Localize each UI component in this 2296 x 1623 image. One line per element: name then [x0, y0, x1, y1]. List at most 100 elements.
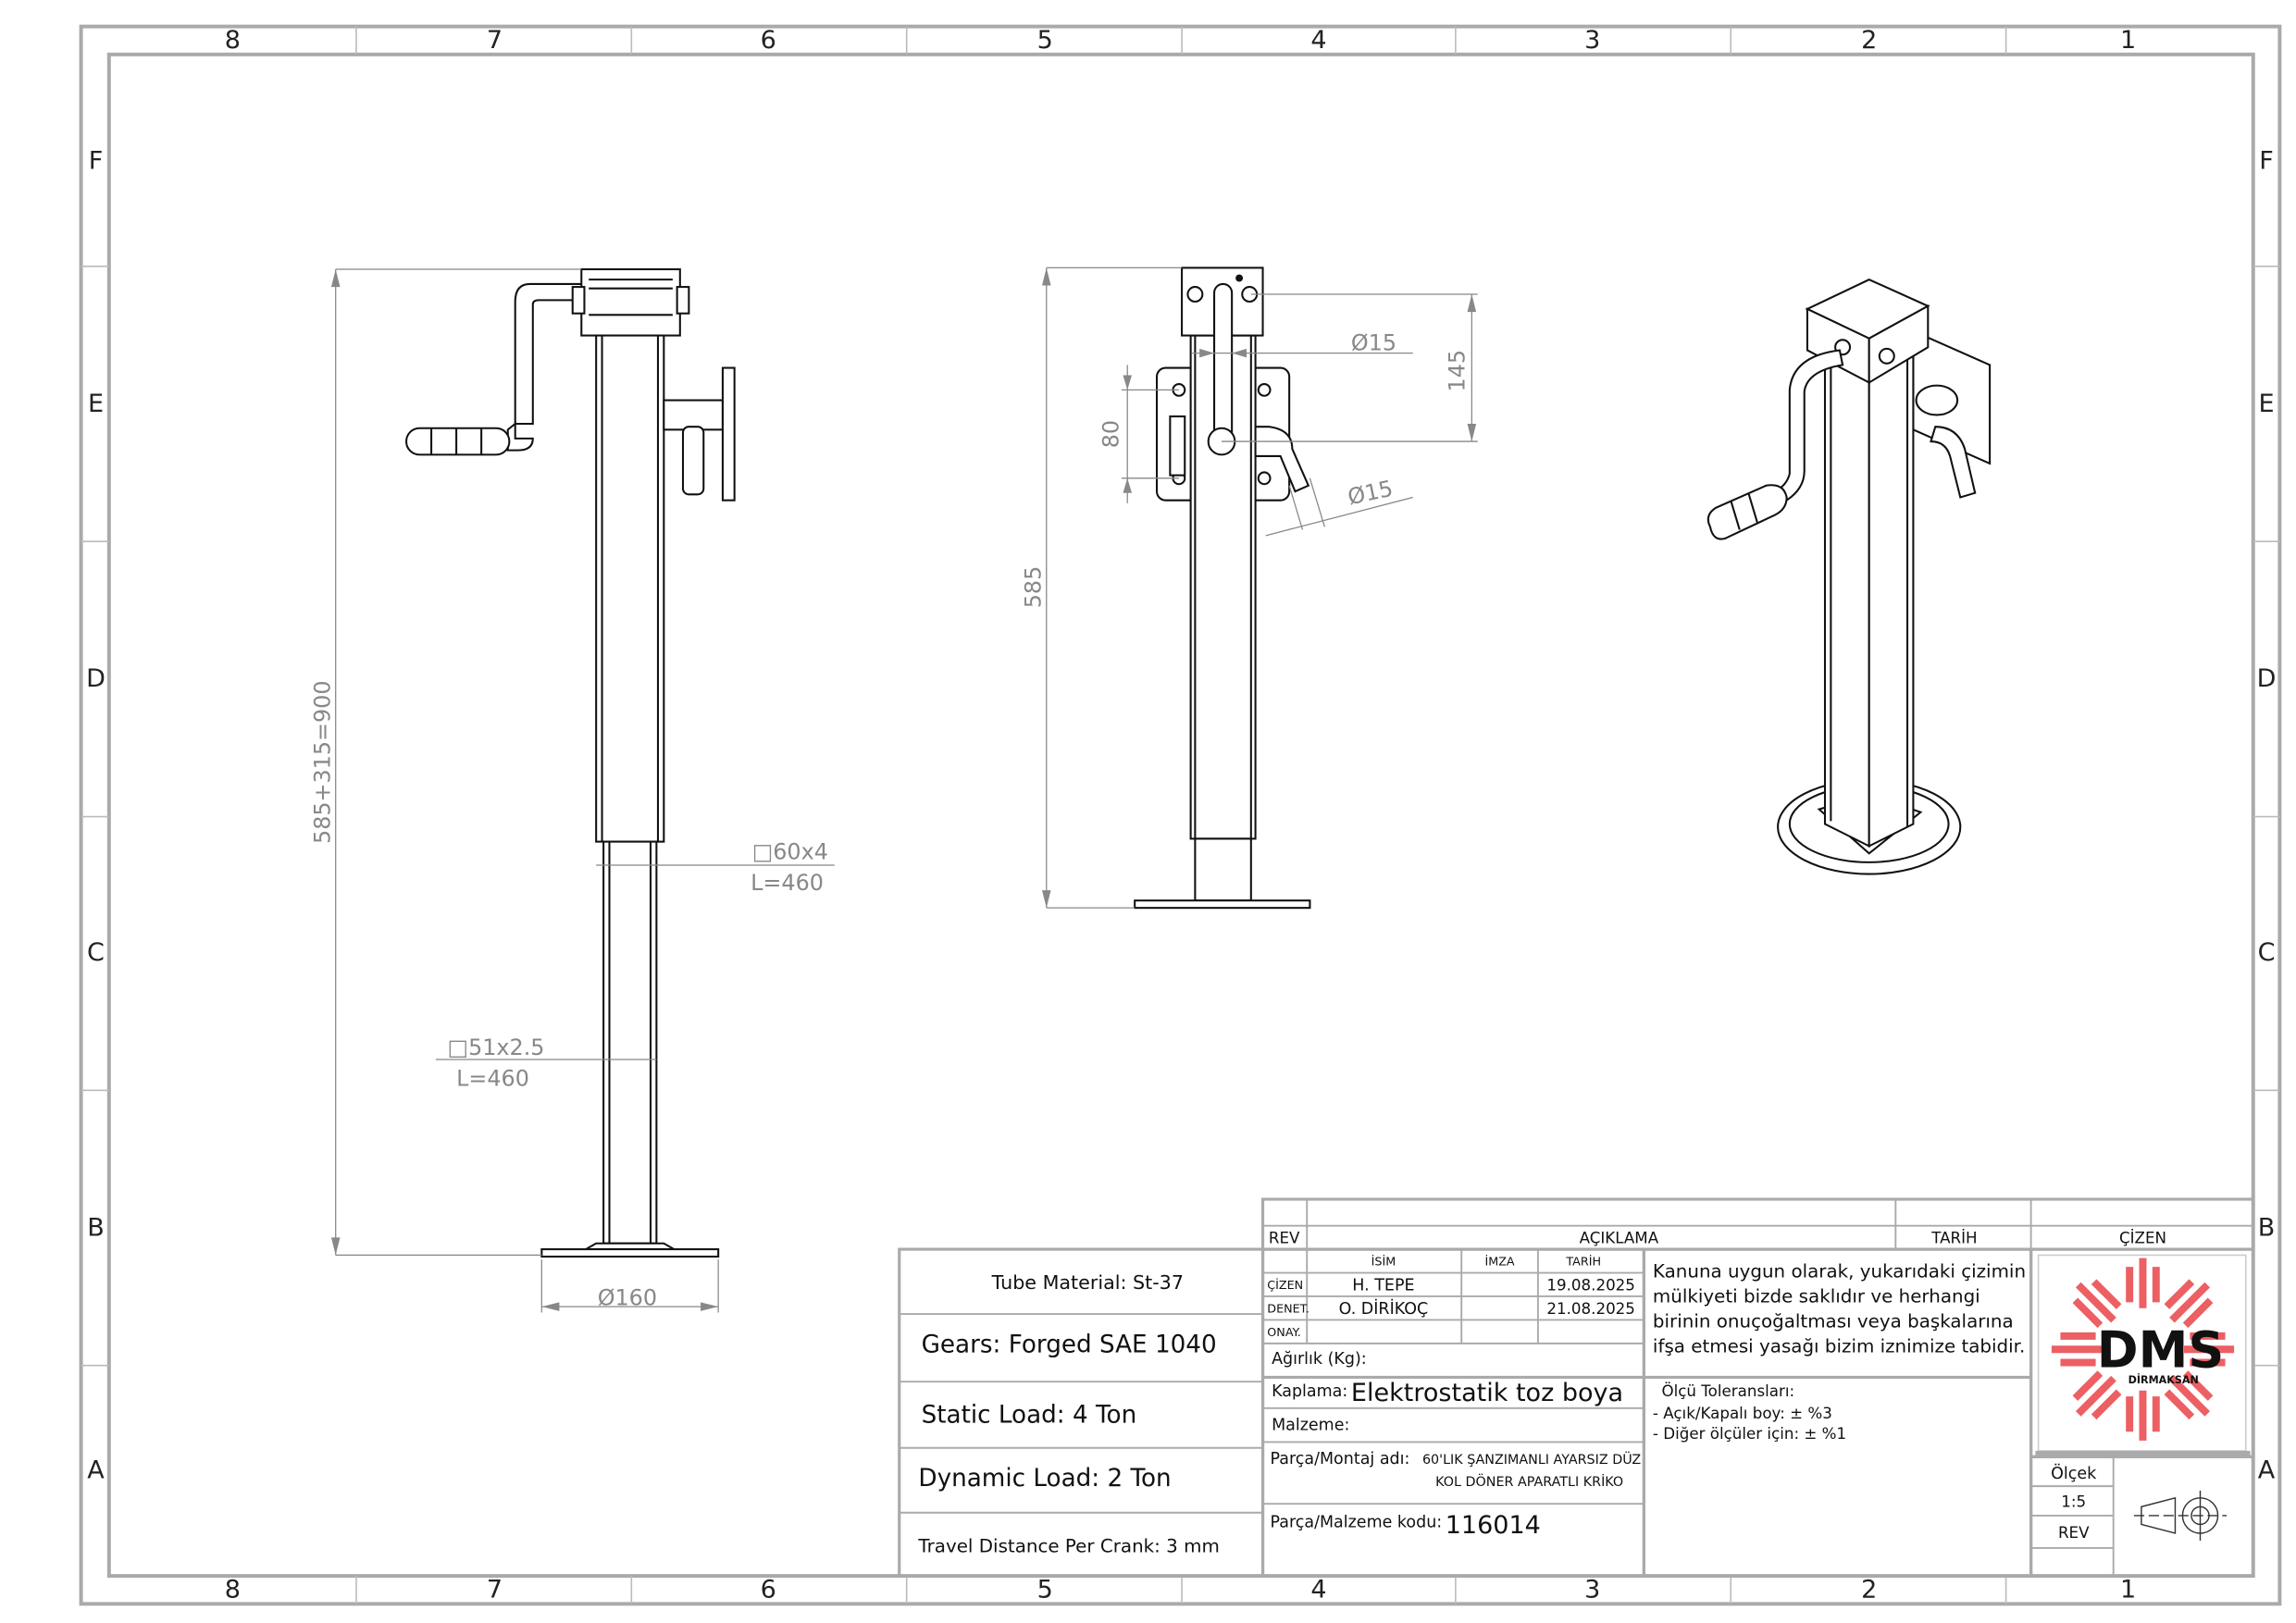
- zone-col-4: 4: [1310, 26, 1326, 55]
- logo-ray: [2182, 1370, 2214, 1401]
- logo-ray: [2091, 1279, 2122, 1309]
- zone-row-a: A: [2258, 1456, 2276, 1485]
- logo-ray: [2182, 1297, 2214, 1329]
- dim-text: □51x2.5: [448, 1035, 545, 1060]
- zone-row-f: F: [2259, 146, 2274, 175]
- zone-row-c: C: [87, 938, 105, 967]
- date-header: TARİH: [1565, 1255, 1601, 1269]
- static-load: Static Load: 4 Ton: [922, 1402, 1137, 1430]
- zone-labels-top: 8 7 6 5 4 3 2 1: [225, 26, 2136, 55]
- drawn-by-name: H. TEPE: [1352, 1277, 1414, 1295]
- zone-row-b: B: [87, 1213, 105, 1242]
- crank-handle: [405, 282, 588, 456]
- drawn-header: ÇİZEN: [2119, 1230, 2166, 1247]
- zone-col-5: 5: [1037, 1576, 1053, 1604]
- part-code-value: 116014: [1446, 1511, 1541, 1540]
- zone-row-f: F: [89, 146, 104, 175]
- date-header: TARİH: [1930, 1230, 1977, 1247]
- zone-col-2: 2: [1861, 1576, 1877, 1604]
- zone-col-3: 3: [1584, 26, 1600, 55]
- role-checked: DENET.: [1267, 1301, 1309, 1315]
- foot-plate: [540, 1248, 720, 1258]
- checked-date: 21.08.2025: [1546, 1300, 1635, 1318]
- part-name-line1: 60'LIK ŞANZIMANLI AYARSIZ DÜZ: [1422, 1451, 1641, 1468]
- material-label: Malzeme:: [1272, 1417, 1349, 1435]
- part-code-label: Parça/Malzeme kodu:: [1270, 1514, 1442, 1532]
- dim-text: □60x4: [752, 839, 828, 865]
- zone-col-8: 8: [225, 26, 241, 55]
- part-name-line2: KOL DÖNER APARATLI KRİKO: [1435, 1473, 1623, 1490]
- dim-foot-diameter: Ø160: [540, 1259, 719, 1313]
- zone-row-b: B: [2258, 1213, 2276, 1242]
- scale-block: Ölçek 1:5 REV: [2029, 1455, 2255, 1578]
- logo-ray: [2164, 1279, 2195, 1309]
- dim-text: Ø15: [1351, 329, 1396, 355]
- zone-row-c: C: [2258, 938, 2276, 967]
- copyright-line: Kanuna uygun olarak, yukarıdaki çizimin: [1653, 1260, 2026, 1282]
- logo-ray: [2169, 1282, 2211, 1323]
- dim-outer-tube: □60x4 L=460: [596, 839, 835, 896]
- notes-block: Kanuna uygun olarak, yukarıdaki çizimin …: [1642, 1247, 2033, 1578]
- zone-col-3: 3: [1584, 1576, 1600, 1604]
- weight-label: Ağırlık (Kg):: [1272, 1350, 1367, 1369]
- dim-text: 585: [1020, 566, 1046, 609]
- logo-ray: [2072, 1297, 2104, 1329]
- crank-rod: [1213, 282, 1234, 443]
- dim-text: L=460: [751, 870, 824, 896]
- dim-handle-diameter: Ø15: [1192, 329, 1413, 358]
- inner-tube: [602, 840, 658, 1245]
- zone-col-1: 1: [2120, 1576, 2136, 1604]
- dim-text: 145: [1444, 350, 1470, 392]
- zone-col-1: 1: [2120, 26, 2136, 55]
- copyright-line: ifşa etmesi yasağı bizim iznimize tabidi…: [1653, 1335, 2025, 1357]
- zone-col-4: 4: [1310, 1576, 1326, 1604]
- logo-ray: [2072, 1370, 2104, 1401]
- rev-header: REV: [1269, 1230, 1300, 1247]
- logo-ray: [2091, 1389, 2122, 1420]
- logo-ray: [2075, 1282, 2116, 1323]
- dim-closed-height: 585: [1020, 266, 1183, 909]
- isometric-view: [1706, 279, 1992, 875]
- logo-text: DMS: [2097, 1320, 2225, 1379]
- dim-text: L=460: [456, 1066, 529, 1092]
- dim-lever-diameter: Ø15: [1265, 476, 1413, 537]
- projection-symbol-icon: [2133, 1490, 2228, 1541]
- scale-label: Ölçek: [2051, 1463, 2097, 1483]
- drawn-date: 19.08.2025: [1546, 1277, 1635, 1295]
- copyright-line: birinin onuçoğaltması veya başkalarına: [1653, 1310, 2014, 1332]
- logo-subtext: DİRMAKSAN: [2128, 1373, 2199, 1386]
- tolerance-other: - Diğer ölçüler için: ± %1: [1653, 1425, 1846, 1443]
- zone-col-8: 8: [225, 1576, 241, 1604]
- spec-table: Tube Material: St-37 Gears: Forged SAE 1…: [898, 1247, 1265, 1578]
- zone-labels-bottom: 8 7 6 5 4 3 2 1: [225, 1576, 2136, 1604]
- zone-col-6: 6: [761, 1576, 776, 1604]
- part-name-label: Parça/Montaj adı:: [1270, 1450, 1409, 1468]
- zone-row-d: D: [86, 664, 105, 693]
- rev-label: REV: [2058, 1524, 2090, 1542]
- zone-row-e: E: [88, 390, 104, 418]
- role-drawn: ÇİZEN: [1267, 1278, 1303, 1292]
- tolerance-title: Ölçü Toleransları:: [1661, 1382, 1794, 1400]
- zone-row-d: D: [2257, 664, 2277, 693]
- zone-labels-right: F E D C B A: [2257, 146, 2277, 1484]
- zone-col-6: 6: [761, 26, 776, 55]
- inner-tube: [1194, 837, 1252, 902]
- dim-inner-tube: □51x2.5 L=460: [435, 1035, 657, 1092]
- side-view: 585+315=900 □60x4 L=460 □51x2.5 L=460 Ø1…: [309, 267, 835, 1313]
- revision-block: REV AÇIKLAMA TARİH ÇİZEN: [1260, 1197, 2255, 1251]
- zone-row-a: A: [87, 1456, 105, 1485]
- travel-distance: Travel Distance Per Crank: 3 mm: [917, 1536, 1219, 1557]
- zone-col-7: 7: [487, 1576, 503, 1604]
- description-header: AÇIKLAMA: [1580, 1230, 1659, 1247]
- company-logo: DMS DİRMAKSAN: [2029, 1247, 2255, 1458]
- front-view: 585 145 Ø15 80 Ø15: [1020, 266, 1478, 910]
- dim-handle-offset: 145: [1222, 293, 1478, 442]
- dynamic-load: Dynamic Load: 2 Ton: [918, 1465, 1171, 1493]
- coating-value: Elektrostatik toz boya: [1351, 1379, 1623, 1407]
- name-header: İSİM: [1371, 1255, 1396, 1269]
- swivel-bracket: [663, 366, 736, 502]
- tube-material: Tube Material: St-37: [991, 1271, 1184, 1294]
- logo-ray: [2075, 1375, 2116, 1417]
- role-approved: ONAY.: [1267, 1325, 1300, 1339]
